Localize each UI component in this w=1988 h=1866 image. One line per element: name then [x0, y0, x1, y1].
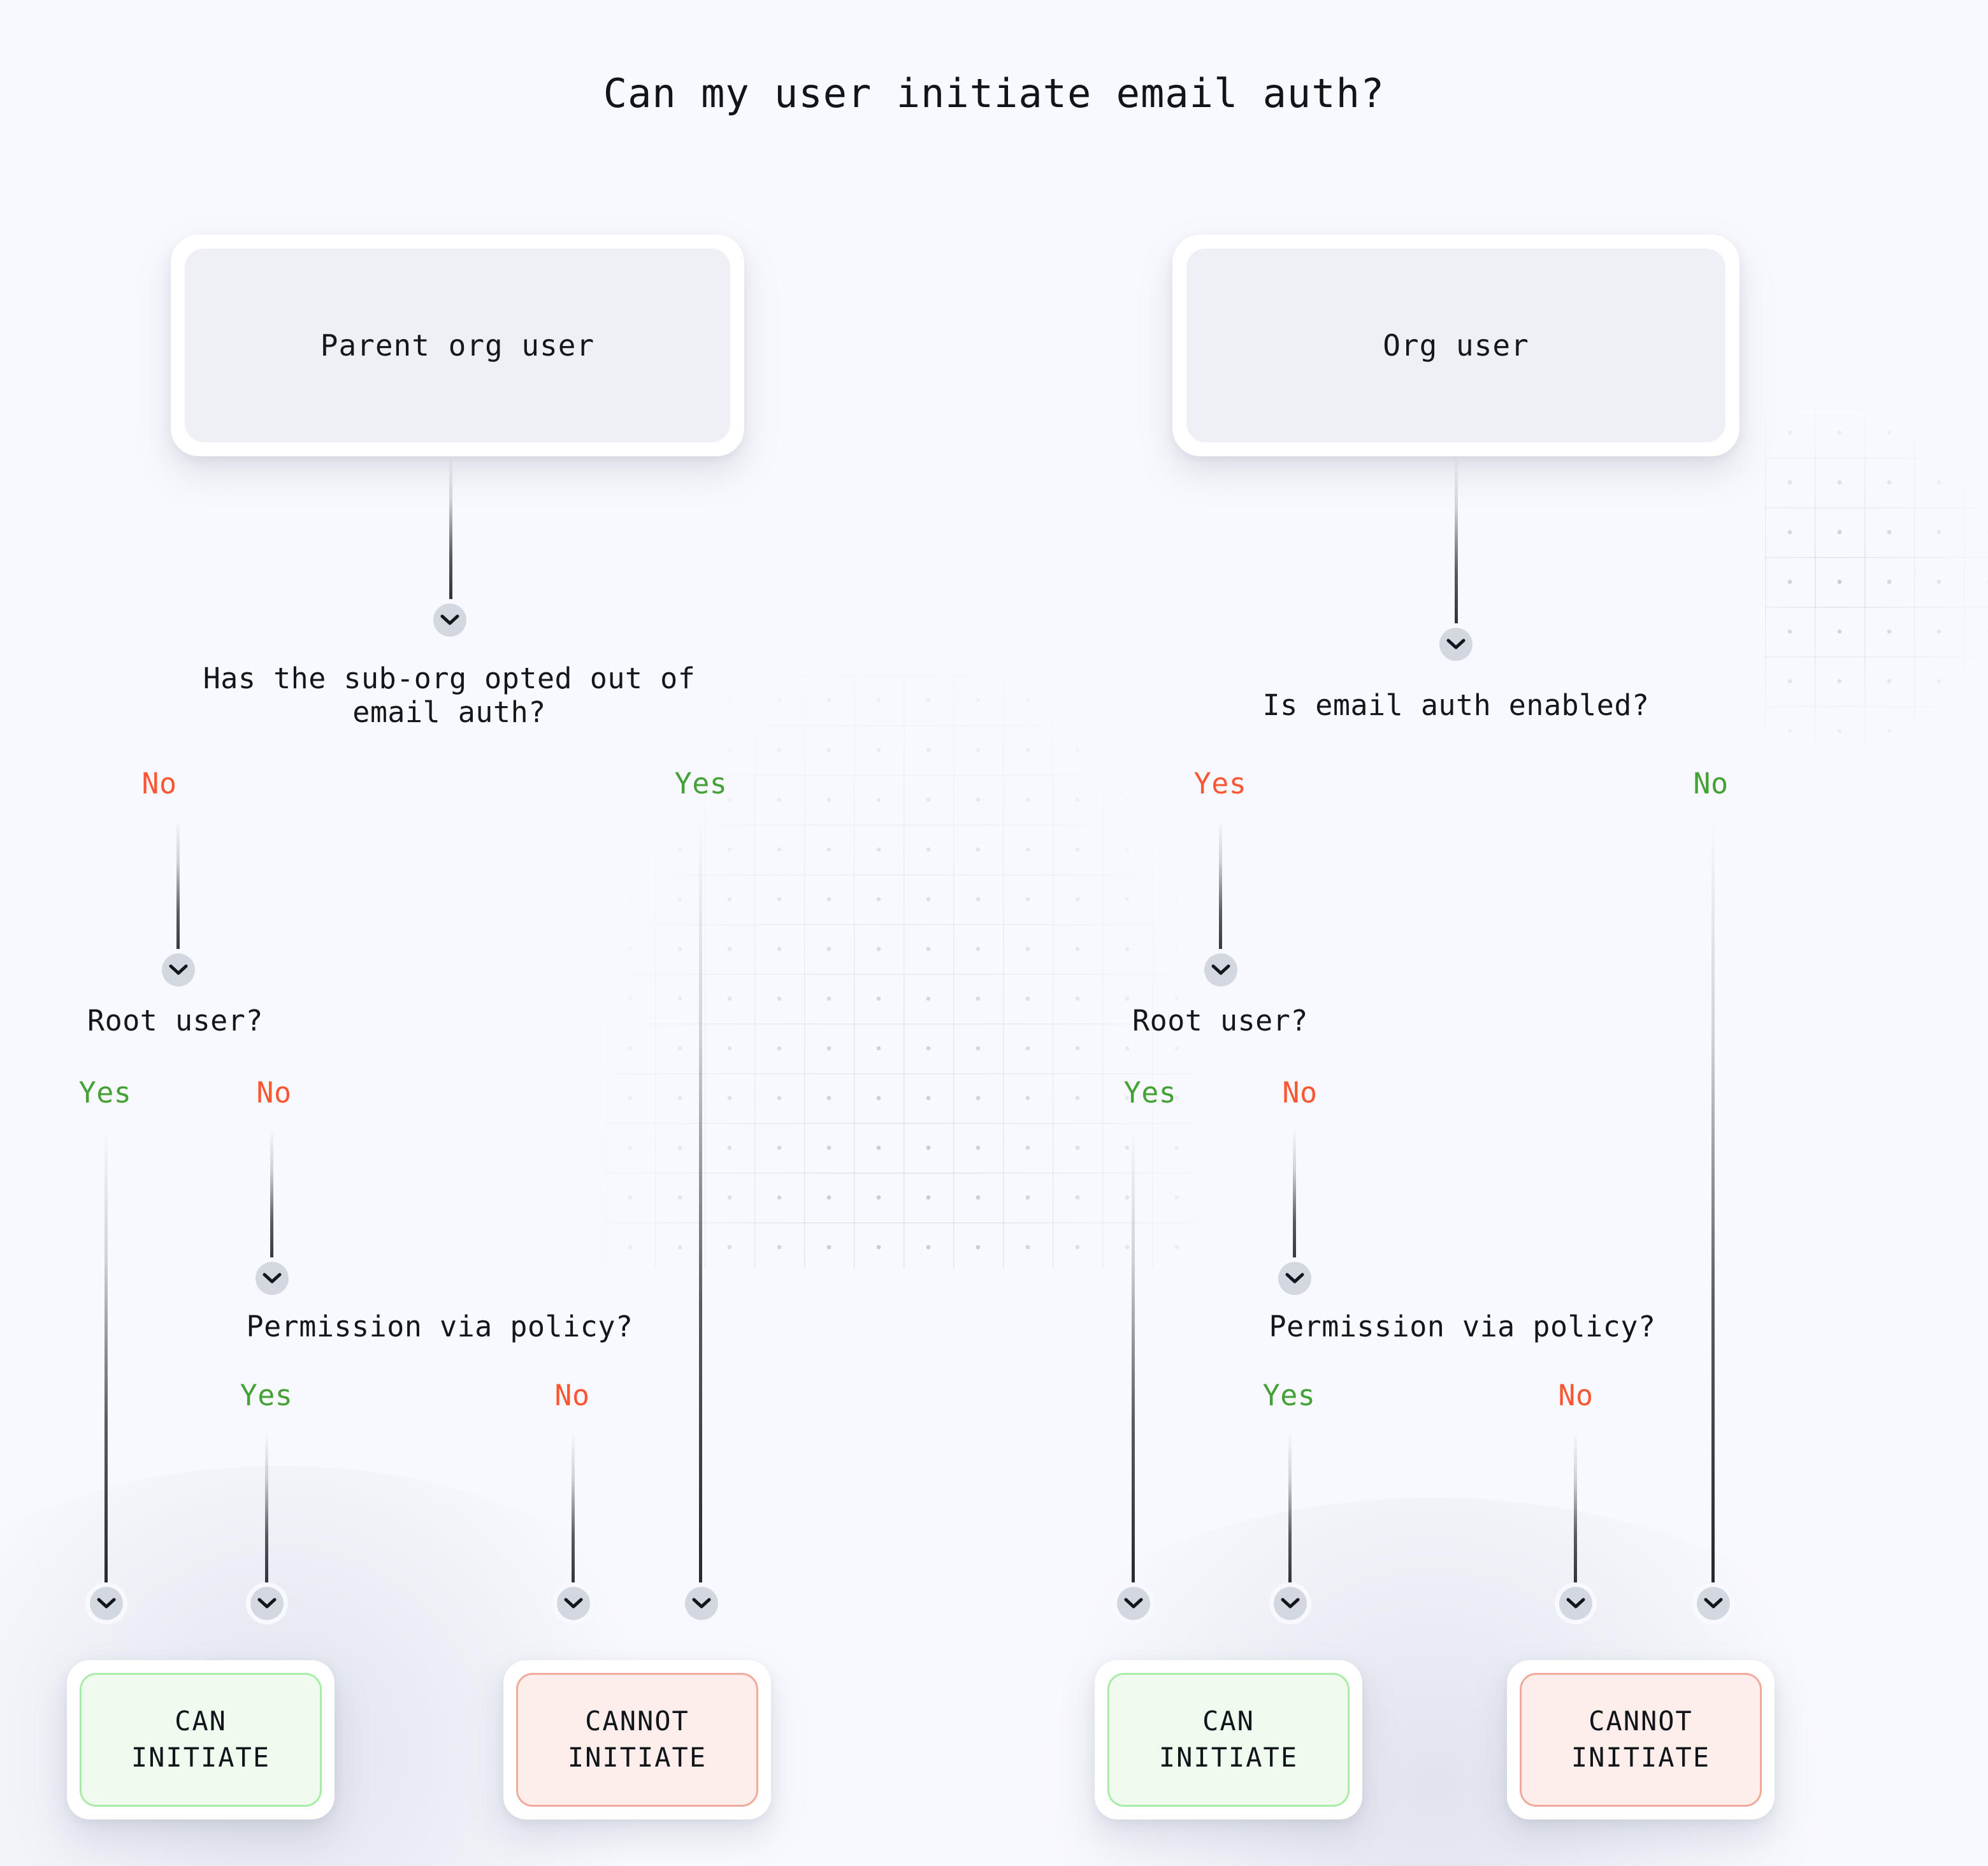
background-grid-right	[1765, 408, 1988, 752]
chevron-down-icon-parent-q3[interactable]	[256, 1262, 289, 1295]
question-org-root-user: Root user?	[1132, 1004, 1308, 1038]
edge-parent-q1-no	[176, 820, 180, 969]
branch-label-org-q1-right: No	[1693, 767, 1729, 800]
node-parent-can-initiate[interactable]: CAN INITIATE	[67, 1660, 335, 1819]
edge-org-q3-yes-to-can	[1288, 1431, 1292, 1600]
edge-parent-root-to-q1	[449, 456, 452, 616]
node-org-can-initiate-label: CAN INITIATE	[1107, 1673, 1350, 1807]
question-org-email-auth-enabled: Is email auth enabled?	[1262, 688, 1650, 722]
branch-label-org-q3-right: No	[1558, 1378, 1594, 1412]
chevron-down-icon-parent-can-b[interactable]	[250, 1587, 284, 1620]
page-title: Can my user initiate email auth?	[603, 70, 1385, 117]
chevron-down-icon-parent-cannot[interactable]	[557, 1587, 590, 1620]
branch-label-parent-q3-left: Yes	[240, 1378, 293, 1412]
chevron-down-icon-parent-q1[interactable]	[433, 604, 466, 637]
node-parent-org-user-label: Parent org user	[185, 249, 730, 442]
node-org-user-label: Org user	[1186, 249, 1725, 442]
chevron-down-icon-org-q3[interactable]	[1278, 1262, 1311, 1295]
edge-org-q2-yes-to-can	[1132, 1128, 1135, 1600]
node-org-user[interactable]: Org user	[1172, 235, 1739, 456]
chevron-down-icon-org-q2[interactable]	[1204, 953, 1237, 987]
branch-label-parent-q2-left: Yes	[78, 1076, 132, 1110]
branch-label-parent-q2-right: No	[256, 1076, 292, 1110]
edge-org-q3-no-to-cannot	[1574, 1431, 1577, 1600]
edge-org-q1-no-to-cannot	[1711, 820, 1715, 1600]
branch-label-org-q1-left: Yes	[1193, 767, 1247, 800]
branch-label-parent-q1-right: Yes	[674, 767, 728, 800]
branch-label-org-q2-left: Yes	[1123, 1076, 1177, 1110]
edge-parent-q3-no-to-cannot	[572, 1431, 575, 1600]
node-org-cannot-initiate[interactable]: CANNOT INITIATE	[1507, 1660, 1775, 1819]
node-org-can-initiate[interactable]: CAN INITIATE	[1095, 1660, 1362, 1819]
chevron-down-icon-org-no-terminal[interactable]	[1697, 1587, 1730, 1620]
branch-label-org-q2-right: No	[1282, 1076, 1318, 1110]
branch-label-parent-q3-right: No	[554, 1378, 590, 1412]
edge-parent-q1-yes-to-cannot	[699, 820, 702, 1600]
chevron-down-icon-org-can-a[interactable]	[1117, 1587, 1150, 1620]
chevron-down-icon-org-can-b[interactable]	[1274, 1587, 1307, 1620]
branch-label-parent-q1-left: No	[141, 767, 177, 800]
edge-parent-q2-no	[270, 1128, 273, 1278]
edge-parent-q2-yes-to-can	[104, 1128, 108, 1600]
chevron-down-icon-parent-can-a[interactable]	[90, 1587, 123, 1620]
edge-parent-q3-yes-to-can	[265, 1431, 268, 1600]
question-parent-permission-policy: Permission via policy?	[246, 1310, 633, 1343]
question-parent-opted-out: Has the sub-org opted out of email auth?	[203, 662, 696, 730]
question-org-permission-policy: Permission via policy?	[1269, 1310, 1656, 1343]
node-parent-can-initiate-label: CAN INITIATE	[80, 1673, 322, 1807]
node-parent-org-user[interactable]: Parent org user	[171, 235, 744, 456]
edge-org-q1-yes	[1219, 820, 1222, 969]
edge-org-q2-no	[1293, 1128, 1296, 1278]
question-parent-root-user: Root user?	[87, 1004, 263, 1038]
node-parent-cannot-initiate[interactable]: CANNOT INITIATE	[503, 1660, 771, 1819]
background-dots-right	[1765, 408, 1988, 752]
chevron-down-icon-parent-yes-terminal[interactable]	[685, 1587, 718, 1620]
edge-org-root-to-q1	[1455, 456, 1458, 641]
node-org-cannot-initiate-label: CANNOT INITIATE	[1520, 1673, 1762, 1807]
chevron-down-icon-org-cannot[interactable]	[1559, 1587, 1592, 1620]
branch-label-org-q3-left: Yes	[1262, 1378, 1316, 1412]
chevron-down-icon-org-q1[interactable]	[1439, 628, 1473, 661]
background-dots-center	[605, 676, 1198, 1268]
chevron-down-icon-parent-q2[interactable]	[162, 953, 195, 987]
background-grid-center	[605, 676, 1198, 1268]
node-parent-cannot-initiate-label: CANNOT INITIATE	[516, 1673, 758, 1807]
